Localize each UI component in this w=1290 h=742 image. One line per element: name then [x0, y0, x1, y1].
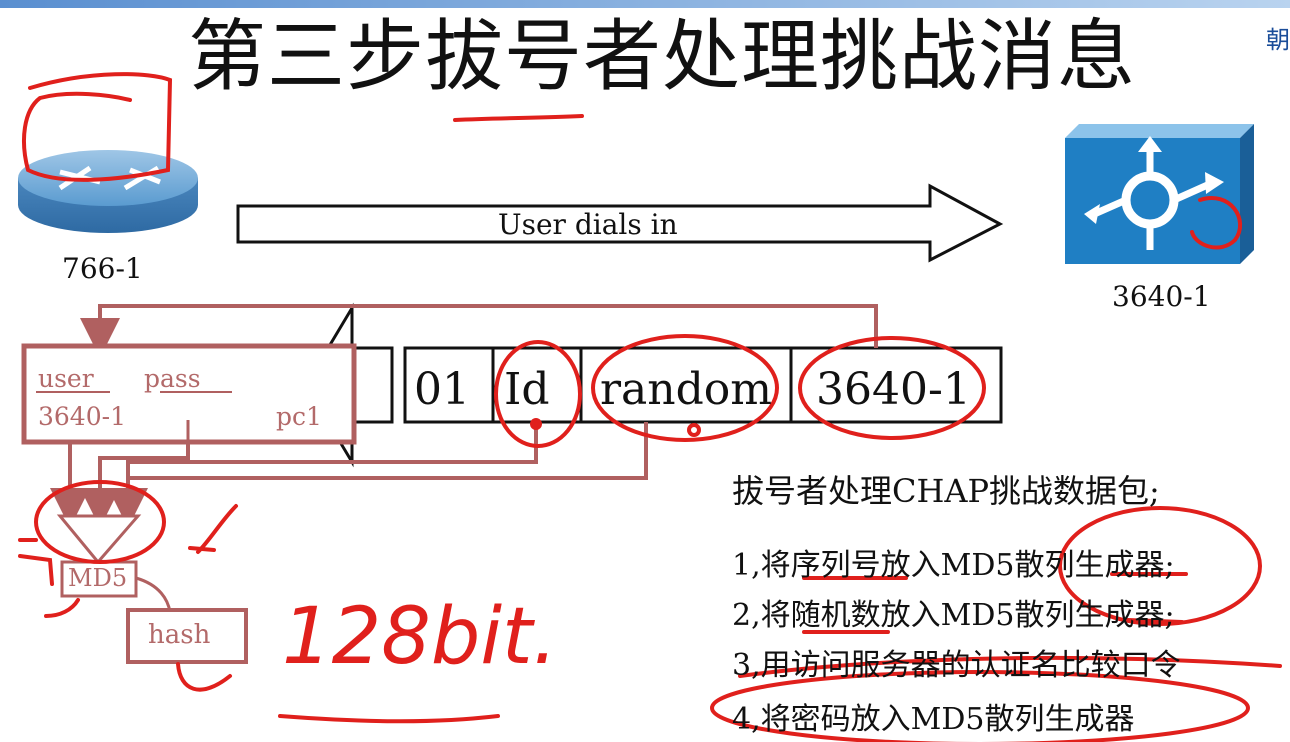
pass-field-label: pass — [144, 364, 201, 393]
red-annotations — [18, 72, 1282, 742]
router-icon — [18, 150, 198, 233]
packet-cell-code: 01 — [414, 364, 470, 415]
dial-in-arrow — [236, 183, 1004, 263]
md5-box — [60, 560, 138, 598]
user-field-label: user — [38, 364, 94, 393]
hash-label: hash — [148, 620, 211, 650]
note-item: 3,用访问服务器的认证名比较口令 — [732, 648, 1181, 683]
note-item: 1,将序列号放入MD5散列生成器; — [732, 548, 1175, 583]
note-item: 4,将密码放入MD5散列生成器 — [732, 702, 1135, 737]
top-bar — [0, 0, 1290, 8]
notes-title: 拔号者处理CHAP挑战数据包; — [732, 472, 1160, 510]
dial-in-label: User dials in — [498, 208, 678, 241]
corner-glyph: 朝 — [1266, 26, 1290, 54]
page-title: 第三步拔号者处理挑战消息 — [188, 12, 1137, 102]
name-feedback-line — [80, 304, 878, 358]
access-server-icon — [1065, 124, 1254, 264]
router-label: 766-1 — [62, 252, 143, 285]
note-item: 2,将随机数放入MD5散列生成器; — [732, 598, 1175, 633]
packet-cell-random: random — [600, 364, 772, 415]
packet-cell-name: 3640-1 — [816, 364, 971, 415]
hash-box — [126, 608, 248, 664]
pass-field-value: pc1 — [276, 402, 322, 431]
packet-cell-id: Id — [504, 364, 550, 415]
user-field-value: 3640-1 — [38, 402, 126, 431]
handwritten-128bit: 128bit. — [282, 592, 558, 682]
packet-cells — [403, 346, 1003, 424]
md5-label: MD5 — [68, 564, 128, 592]
md5-funnel — [56, 514, 142, 565]
server-label: 3640-1 — [1112, 280, 1211, 313]
